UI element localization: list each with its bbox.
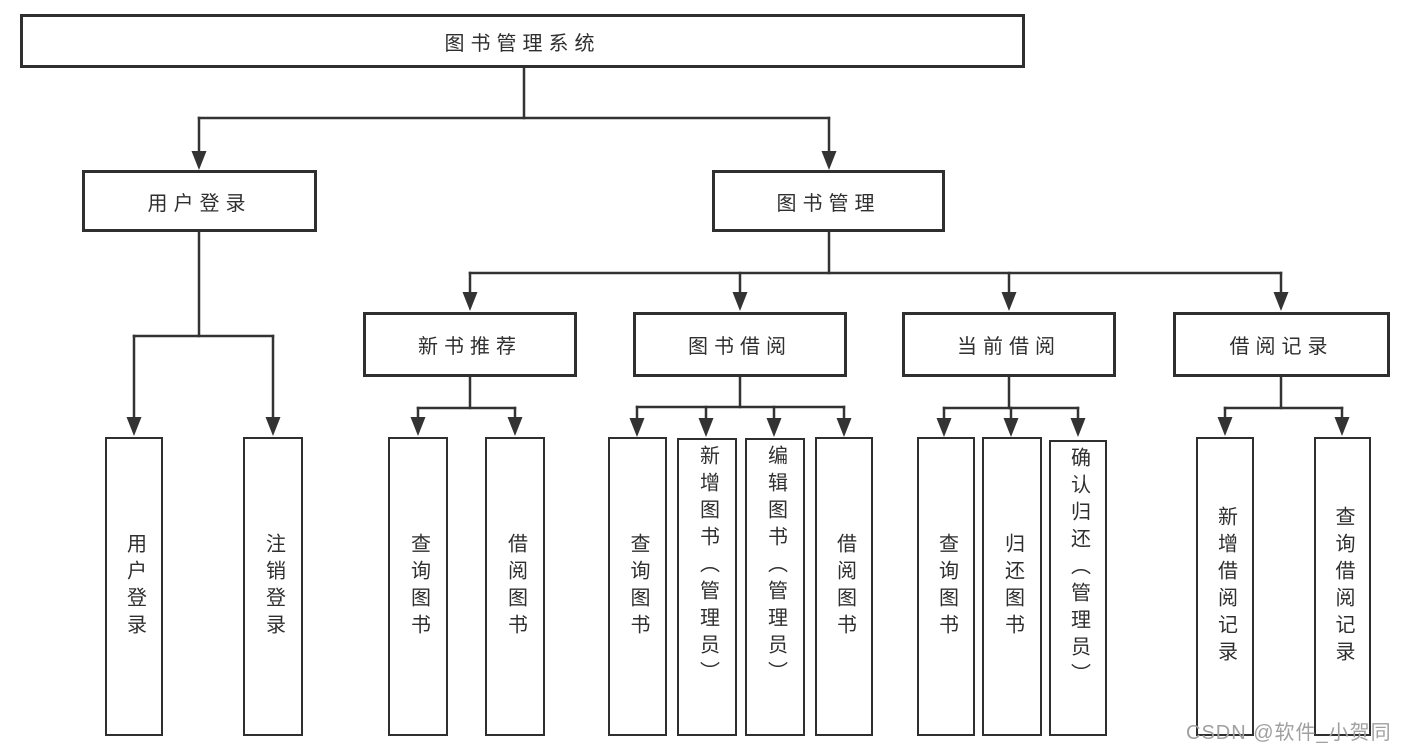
- leaf-user-login: 用户登录: [105, 437, 163, 736]
- node-new-book-recommend: 新书推荐: [363, 312, 577, 377]
- node-borrowing-records: 借阅记录: [1173, 312, 1390, 377]
- leaf-current-query-books: 查询图书: [917, 437, 975, 736]
- node-book-borrowing: 图书借阅: [633, 312, 847, 377]
- csdn-watermark: CSDN @软件_小贺同学: [1186, 722, 1392, 744]
- node-user-login: 用户登录: [82, 170, 317, 232]
- leaf-add-borrow-record: 新增借阅记录: [1196, 437, 1254, 736]
- node-book-management: 图书管理: [712, 170, 945, 232]
- leaf-borrow-query-books: 查询图书: [608, 437, 667, 736]
- leaf-borrow-books: 借阅图书: [815, 437, 873, 736]
- leaf-return-books: 归还图书: [982, 437, 1042, 736]
- leaf-add-books-admin: 新增图书（管理员）: [677, 438, 737, 736]
- leaf-confirm-return-admin: 确认归还（管理员）: [1049, 440, 1107, 736]
- leaf-edit-books-admin: 编辑图书（管理员）: [745, 438, 805, 736]
- leaf-query-borrow-record: 查询借阅记录: [1314, 437, 1371, 736]
- leaf-newbook-borrow-books: 借阅图书: [485, 437, 545, 736]
- leaf-newbook-query-books: 查询图书: [388, 437, 448, 736]
- node-current-borrowing: 当前借阅: [902, 312, 1116, 377]
- node-root-system: 图书管理系统: [20, 14, 1025, 68]
- leaf-logout: 注销登录: [243, 437, 303, 736]
